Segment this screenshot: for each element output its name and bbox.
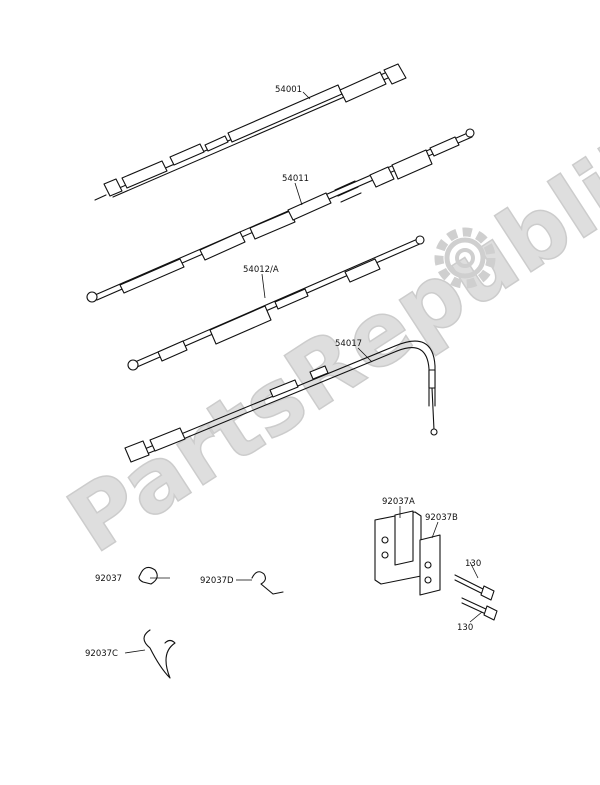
cable-54017 bbox=[124, 340, 438, 463]
clip-92037 bbox=[138, 566, 158, 585]
bracket-assembly bbox=[374, 510, 498, 621]
label-54011: 54011 bbox=[282, 174, 309, 184]
label-130-lower: 130 bbox=[457, 623, 473, 633]
bolt-upper bbox=[454, 574, 495, 601]
clip-92037c bbox=[143, 629, 176, 679]
label-92037c: 92037C bbox=[85, 649, 118, 659]
label-54017: 54017 bbox=[335, 339, 362, 349]
label-130-upper: 130 bbox=[465, 559, 481, 569]
label-92037d: 92037D bbox=[200, 576, 234, 586]
label-92037: 92037 bbox=[95, 574, 122, 584]
cable-54012a bbox=[127, 235, 425, 371]
label-92037b: 92037B bbox=[425, 513, 458, 523]
gear-icon bbox=[434, 227, 496, 289]
leader-lines bbox=[124, 91, 483, 654]
label-92037a: 92037A bbox=[382, 497, 415, 507]
bolt-lower bbox=[461, 597, 498, 621]
label-54012a: 54012/A bbox=[243, 265, 279, 275]
cable-54001 bbox=[94, 63, 407, 201]
label-54001: 54001 bbox=[275, 85, 302, 95]
cable-54011 bbox=[86, 128, 475, 303]
clip-92037d bbox=[251, 571, 284, 595]
part-labels: 54001 54011 54012/A 54017 92037A 92037B … bbox=[85, 85, 481, 659]
